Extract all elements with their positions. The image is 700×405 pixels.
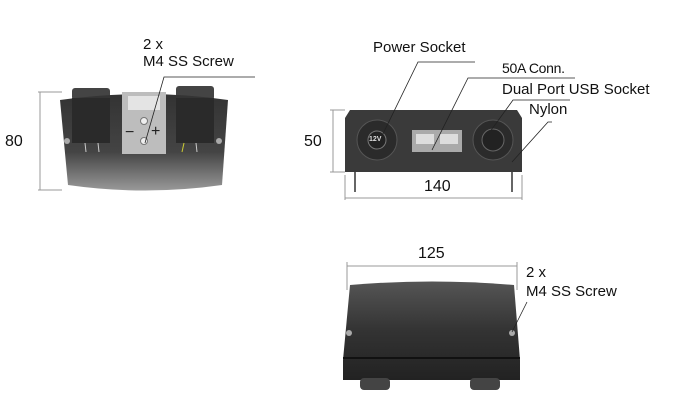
usb-socket xyxy=(176,98,214,143)
back-view xyxy=(343,262,528,390)
screw-leader-line xyxy=(511,301,528,333)
usb-leader xyxy=(483,99,570,141)
socket-marking: 12V xyxy=(369,136,382,143)
side-view xyxy=(330,61,575,200)
screw-icon xyxy=(216,138,222,144)
front-screw-qty: 2 x xyxy=(143,36,164,53)
side-height-dim: 50 xyxy=(304,133,322,150)
front-height-dim: 80 xyxy=(5,133,23,150)
back-screw-qty: 2 x xyxy=(526,264,547,281)
front-view xyxy=(38,76,255,191)
screw-icon xyxy=(509,330,515,336)
plus-sign: + xyxy=(151,123,161,140)
power-socket-leader xyxy=(379,61,475,141)
conn-label: 50A Conn. xyxy=(502,60,565,76)
screw-icon xyxy=(346,330,352,336)
enclosure-body xyxy=(343,281,520,380)
power-socket-label: Power Socket xyxy=(373,39,466,56)
nylon-label: Nylon xyxy=(529,101,568,118)
front-screw-label: M4 SS Screw xyxy=(143,53,234,70)
power-socket xyxy=(72,98,110,143)
minus-sign: − xyxy=(125,124,135,141)
back-width-dim: 125 xyxy=(418,245,445,262)
screw-icon xyxy=(140,117,148,125)
screw-icon xyxy=(64,138,70,144)
back-screw-label: M4 SS Screw xyxy=(526,283,617,300)
conn-leader xyxy=(431,77,575,151)
screw-leader-line xyxy=(144,76,255,144)
nylon-leader xyxy=(511,121,552,163)
usb-label: Dual Port USB Socket xyxy=(502,81,650,98)
side-width-dim: 140 xyxy=(424,178,451,195)
